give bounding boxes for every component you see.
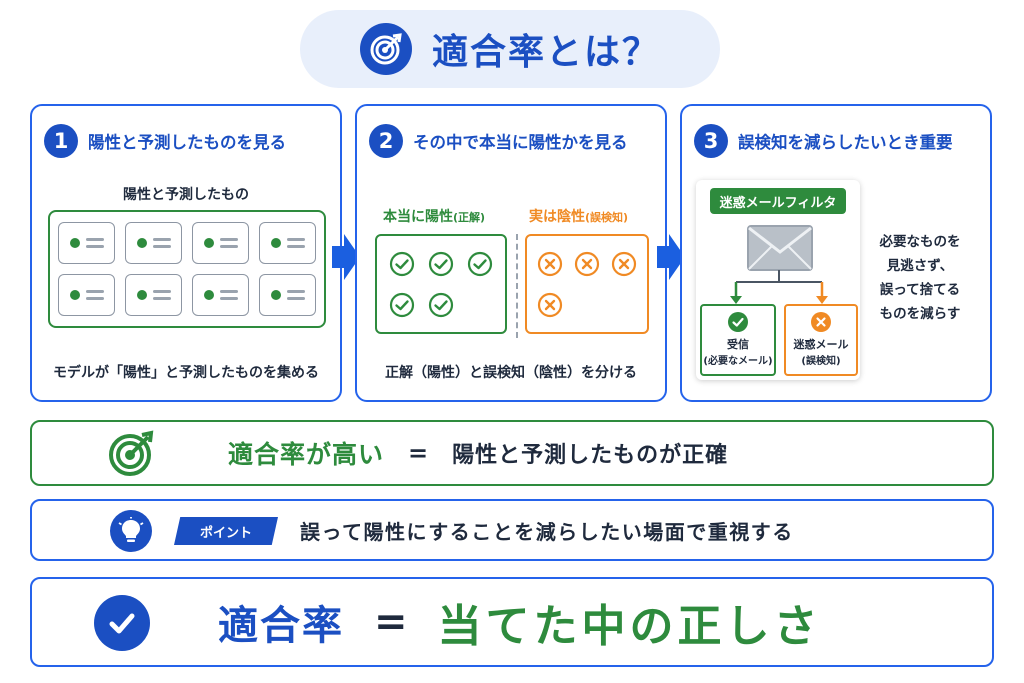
check-badge-icon xyxy=(728,312,748,332)
point-tag: ポイント xyxy=(174,517,278,545)
step-panel-2: 2 その中で本当に陽性かを見る 本当に陽性(正解) 実は陰性(誤検知) 正解（陽… xyxy=(355,104,667,402)
check-circle-icon xyxy=(389,292,414,317)
step-caption-2: 正解（陽性）と誤検知（陰性）を分ける xyxy=(385,365,637,381)
step-title-3: 誤検知を減らしたいとき重要 xyxy=(738,133,953,152)
step-header-3: 3 誤検知を減らしたいとき重要 xyxy=(694,124,982,158)
item-card-icon xyxy=(125,222,182,264)
true-positive-box xyxy=(375,234,507,334)
definition-band: 適合率 = 当てた中の正しさ xyxy=(30,577,994,667)
step-number-2: 2 xyxy=(369,124,403,158)
spam-label: 迷惑メール xyxy=(793,338,849,351)
item-card-icon xyxy=(58,274,115,316)
step-number-3: 3 xyxy=(694,124,728,158)
check-circle-icon xyxy=(428,251,454,276)
step-panel-1: 1 陽性と予測したものを見る 陽性と予測したもの モデルが「陽性」と予測したもの… xyxy=(30,104,342,402)
predicted-positive-label: 陽性と予測したもの xyxy=(123,187,249,203)
false-positive-label: 実は陰性(誤検知) xyxy=(529,209,629,225)
summary-text: 適合率が高い = 陽性と予測したものが正確 xyxy=(228,422,728,484)
split-arrows-icon xyxy=(730,270,828,304)
step-title-2: その中で本当に陽性かを見る xyxy=(413,133,628,152)
step-3-note: 必要なものを 見逃さず、 誤って捨てる ものを減らす xyxy=(879,234,961,322)
lightbulb-icon xyxy=(110,510,152,552)
spam-filter-card: 迷惑メールフィルタ 受信 (必要なメール) 迷惑メール (誤検知) xyxy=(696,180,860,380)
point-text: 誤って陽性にすることを減らしたい場面で重視する xyxy=(300,519,794,544)
check-circle-icon xyxy=(428,292,454,317)
check-badge-icon xyxy=(94,595,150,651)
envelope-icon xyxy=(747,225,813,271)
step-header-2: 2 その中で本当に陽性かを見る xyxy=(369,124,657,158)
item-card-icon xyxy=(259,274,316,316)
target-icon xyxy=(359,23,412,75)
step-header-1: 1 陽性と予測したものを見る xyxy=(44,124,332,158)
step-panel-3: 3 誤検知を減らしたいとき重要 迷惑メールフィルタ 受信 (必要なメール) 迷惑… xyxy=(680,104,992,402)
check-circle-icon xyxy=(389,251,414,276)
title-pill: 適合率とは？ xyxy=(300,10,720,88)
inbox-note: (必要なメール) xyxy=(703,356,773,367)
x-circle-icon xyxy=(611,251,636,276)
inbox-label: 受信 xyxy=(727,338,749,351)
summary-key: 適合率が高い xyxy=(228,440,385,469)
definition-value: 当てた中の正しさ xyxy=(437,601,822,652)
summary-equals: = xyxy=(408,439,429,467)
summary-desc: 陽性と予測したものが正確 xyxy=(452,443,729,468)
step-caption-1: モデルが「陽性」と予測したものを集める xyxy=(53,365,319,381)
definition-equals: = xyxy=(374,599,408,645)
step-number-1: 1 xyxy=(44,124,78,158)
target-icon xyxy=(109,430,154,476)
arrow-right-icon xyxy=(332,234,360,280)
x-circle-icon xyxy=(574,251,600,276)
item-card-icon xyxy=(125,274,182,316)
x-circle-icon xyxy=(538,292,563,317)
x-badge-icon xyxy=(811,312,831,332)
step-title-1: 陽性と予測したものを見る xyxy=(88,133,286,152)
item-card-icon xyxy=(192,222,249,264)
item-card-icon xyxy=(58,222,115,264)
point-band: ポイント 誤って陽性にすることを減らしたい場面で重視する xyxy=(30,499,994,561)
true-positive-label: 本当に陽性(正解) xyxy=(383,209,486,225)
item-card-icon xyxy=(192,274,249,316)
false-positive-box xyxy=(525,234,649,334)
x-circle-icon xyxy=(538,251,563,276)
spam-filter-label: 迷惑メールフィルタ xyxy=(710,188,846,214)
arrow-right-icon xyxy=(657,234,685,280)
inbox-box: 受信 (必要なメール) xyxy=(700,304,776,376)
definition-text: 適合率 = 当てた中の正しさ xyxy=(218,579,822,665)
item-card-icon xyxy=(259,222,316,264)
page-title: 適合率とは？ xyxy=(431,32,660,73)
dashed-divider xyxy=(516,234,518,338)
definition-key: 適合率 xyxy=(218,603,344,649)
spam-box: 迷惑メール (誤検知) xyxy=(784,304,858,376)
spam-note: (誤検知) xyxy=(801,356,841,367)
predicted-positive-box xyxy=(48,210,326,328)
summary-band: 適合率が高い = 陽性と予測したものが正確 xyxy=(30,420,994,486)
check-circle-icon xyxy=(468,251,493,276)
